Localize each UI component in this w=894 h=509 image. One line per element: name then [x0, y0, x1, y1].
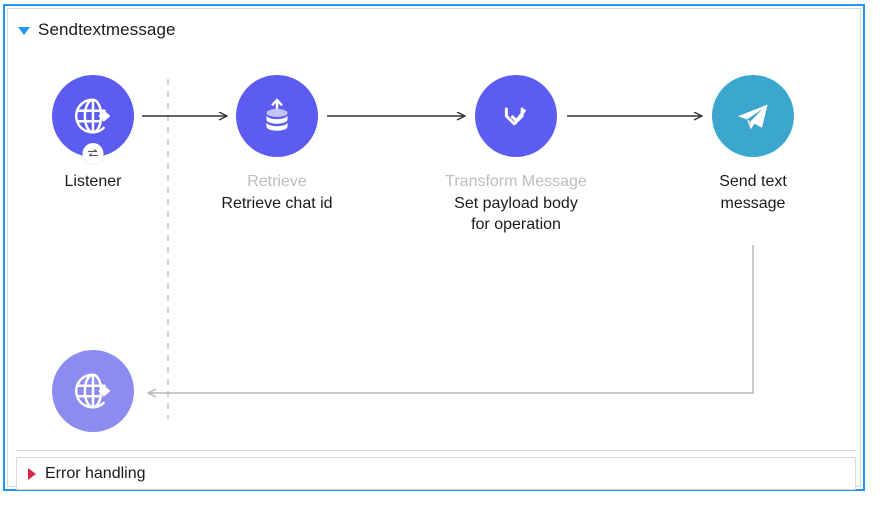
flow-title: Sendtextmessage: [38, 20, 176, 39]
database-upload-icon: [266, 98, 288, 131]
triangle-right-icon[interactable]: [28, 467, 36, 480]
node-retrieve[interactable]: Retrieve Retrieve chat id: [197, 75, 357, 214]
node-transform-type: Transform Message: [445, 173, 587, 190]
section-divider: [16, 450, 856, 451]
node-send-label: Send text message: [719, 173, 787, 212]
node-send-icon-circle[interactable]: [712, 75, 794, 157]
connector-send-to-error-response: [148, 245, 754, 393]
triangle-down-icon[interactable]: [18, 27, 30, 35]
node-retrieve-label: Retrieve chat id: [221, 194, 333, 212]
connector-layer: [142, 79, 754, 419]
node-send-text-message[interactable]: Send text message: [673, 75, 833, 214]
node-error-response[interactable]: [13, 350, 173, 432]
flow-header[interactable]: Sendtextmessage: [18, 17, 176, 43]
telegram-plane-icon: [737, 104, 768, 130]
flow-diagram-canvas: Listener Retrieve Retrieve chat id: [16, 47, 856, 447]
node-transform-message[interactable]: Transform Message Set payload body for o…: [436, 75, 596, 236]
globe-arrow-icon: [74, 98, 110, 134]
node-transform-icon-circle[interactable]: [475, 75, 557, 157]
node-transform-label: Set payload body for operation: [454, 194, 578, 234]
node-listener[interactable]: Listener: [13, 75, 173, 193]
node-retrieve-icon-circle[interactable]: [236, 75, 318, 157]
node-error-response-icon-circle[interactable]: [52, 350, 134, 432]
node-listener-icon-circle[interactable]: [52, 75, 134, 164]
node-listener-label: Listener: [64, 173, 122, 190]
bidirectional-arrows-icon: [82, 143, 104, 164]
error-handling-title: Error handling: [45, 464, 146, 482]
globe-arrow-icon: [74, 373, 110, 409]
node-retrieve-type: Retrieve: [247, 173, 307, 190]
flow-window[interactable]: Sendtextmessage: [3, 4, 865, 491]
transform-check-icon: [504, 107, 526, 126]
flow-window-inner: Sendtextmessage: [7, 8, 861, 490]
error-handling-section[interactable]: Error handling: [16, 457, 856, 490]
